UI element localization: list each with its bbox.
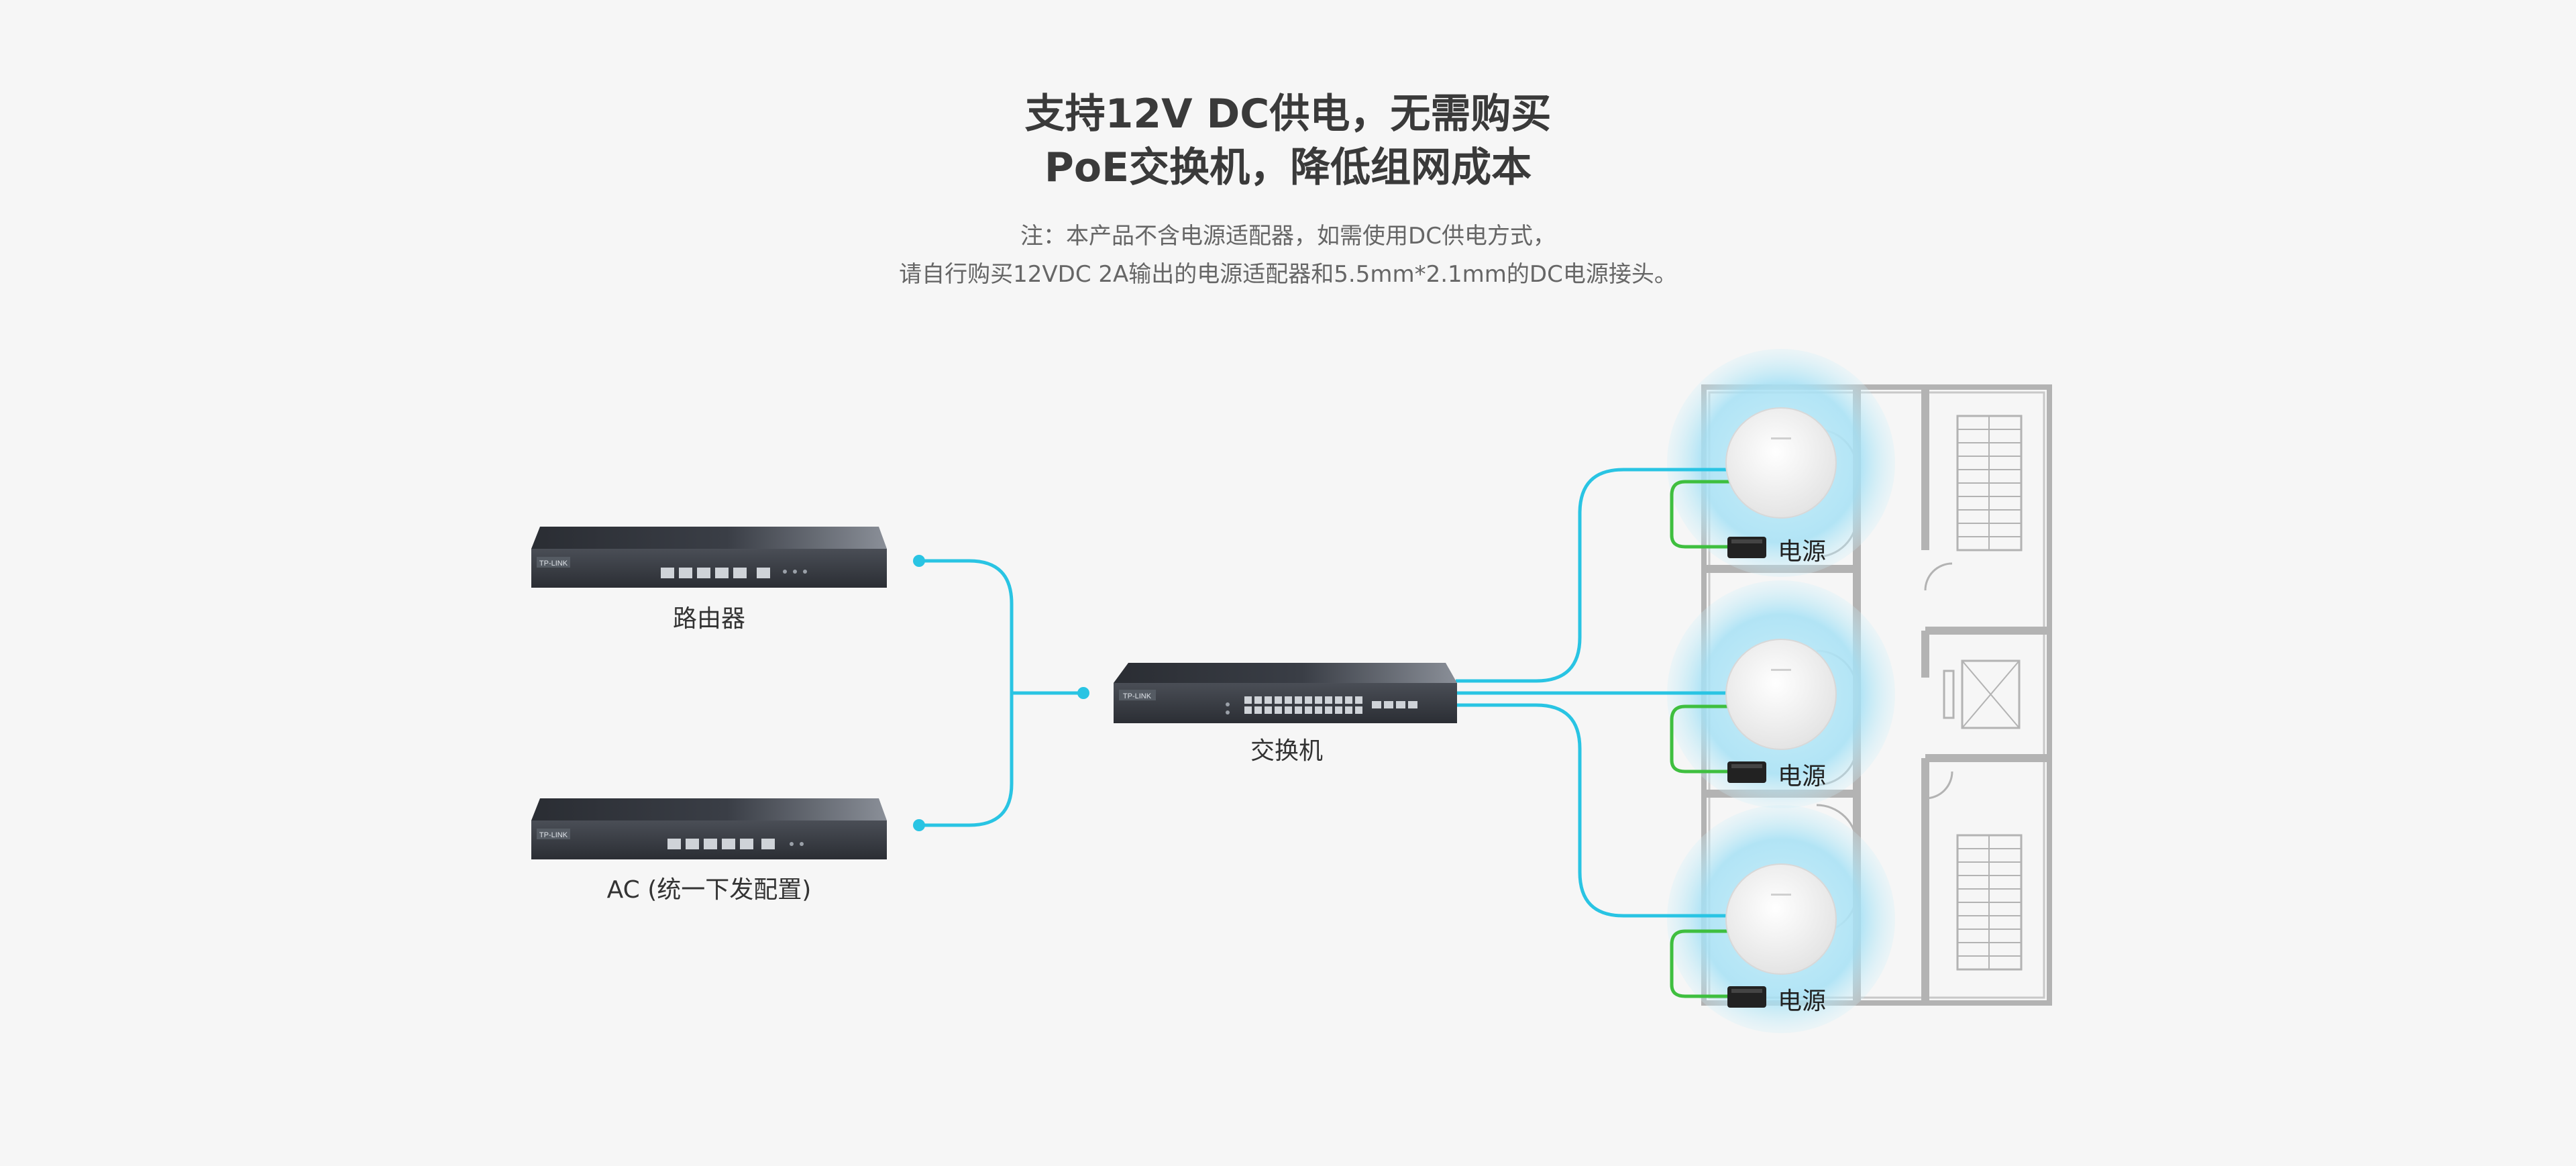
switch-label: 交换机 — [1250, 737, 1323, 765]
page-title-line-2: PoE交换机，降低组网成本 — [1044, 144, 1532, 191]
access-controller-icon: TP-LINK — [531, 798, 887, 859]
switch-icon: TP-LINK — [1114, 663, 1457, 723]
power-label-1: 电源 — [1778, 538, 1827, 566]
router-port-dot — [913, 555, 925, 567]
note-line-1: 注：本产品不含电源适配器，如需使用DC供电方式， — [1020, 223, 1556, 250]
power-cables — [1670, 480, 1744, 998]
switch-port-dot — [1077, 687, 1089, 699]
power-adapter-icon — [1727, 537, 1766, 558]
page-title-line-1: 支持12V DC供电，无需购买 — [1024, 91, 1552, 138]
svg-text:TP-LINK: TP-LINK — [539, 831, 568, 839]
power-label-3: 电源 — [1778, 988, 1827, 1015]
ceiling-access-point-icon — [1725, 407, 1837, 519]
router-label: 路由器 — [672, 605, 745, 633]
ac-port-dot — [913, 819, 925, 831]
downlink-connectors — [1456, 468, 1727, 918]
power-adapter-icon — [1727, 986, 1766, 1008]
uplink-connectors — [919, 559, 1083, 827]
power-adapter-icon — [1727, 761, 1766, 783]
ceiling-access-point-icon — [1725, 863, 1837, 975]
svg-text:TP-LINK: TP-LINK — [1123, 692, 1152, 700]
power-label-2: 电源 — [1778, 763, 1827, 790]
ac-label: AC (统一下发配置) — [606, 876, 812, 904]
router-icon: TP-LINK — [531, 527, 887, 588]
ceiling-access-point-icon — [1725, 639, 1837, 750]
note-line-2: 请自行购买12VDC 2A输出的电源适配器和5.5mm*2.1mm的DC电源接头… — [899, 261, 1677, 288]
svg-text:TP-LINK: TP-LINK — [539, 560, 568, 568]
